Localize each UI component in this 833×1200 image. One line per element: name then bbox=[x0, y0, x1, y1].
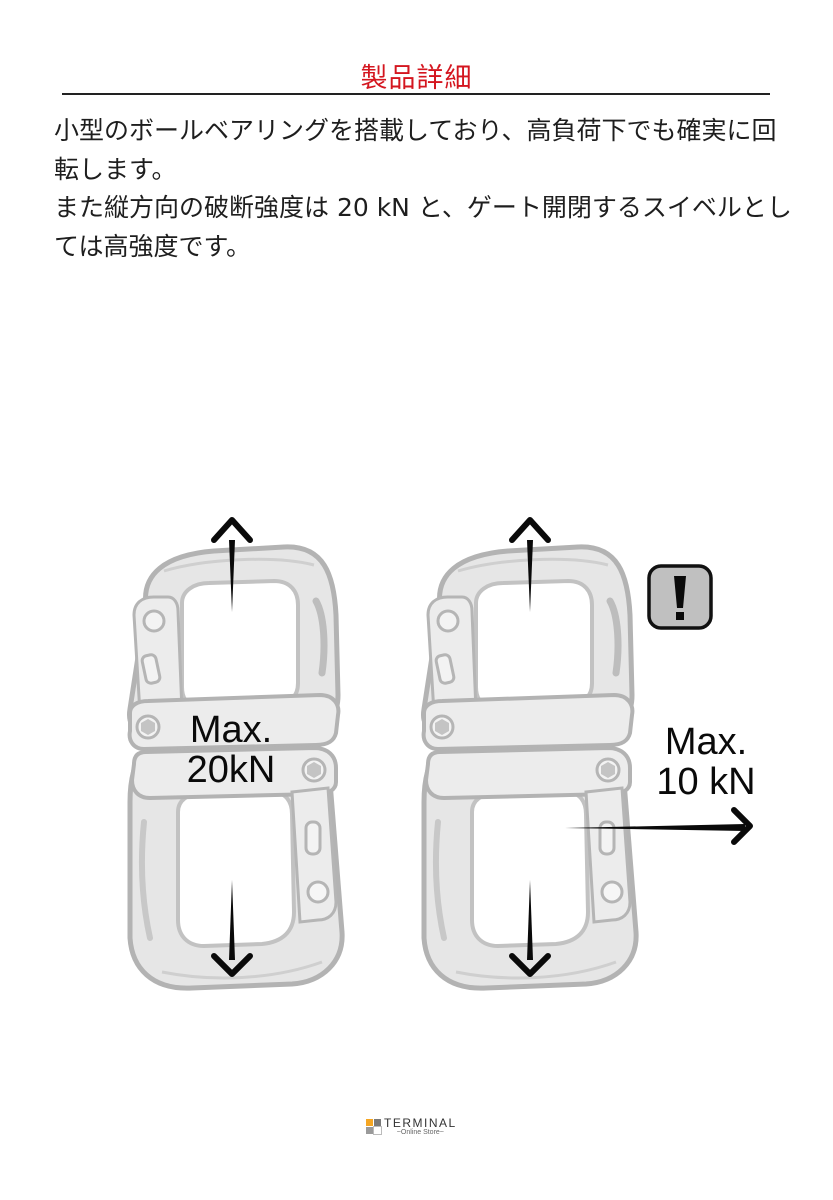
terminal-logo: TERMINAL ~Online Store~ bbox=[366, 1117, 457, 1136]
right-arrow-icon bbox=[731, 807, 753, 845]
left-load-label: Max. 20kN bbox=[166, 710, 296, 790]
description-paragraph-2: また縦方向の破断強度は 20 kN と、ゲート開閉するスイベルとしては高強度です… bbox=[54, 193, 792, 261]
product-description: 小型のボールベアリングを搭載しており、高負荷下でも確実に回転します。 また縦方向… bbox=[54, 112, 794, 266]
swivel-illustration bbox=[0, 517, 753, 1000]
left-label-line1: Max. bbox=[189, 709, 273, 751]
right-swivel-illustration bbox=[424, 517, 753, 988]
logo-name: TERMINAL bbox=[384, 1116, 457, 1130]
left-label-line2: 20kN bbox=[186, 749, 276, 791]
title-divider bbox=[62, 93, 770, 95]
page-title: 製品詳細 bbox=[360, 63, 473, 94]
down-arrow-icon bbox=[211, 953, 253, 977]
description-paragraph-1: 小型のボールベアリングを搭載しており、高負荷下でも確実に回転します。 bbox=[54, 116, 777, 184]
logo-subtitle: ~Online Store~ bbox=[396, 1129, 444, 1136]
right-label-line1: Max. bbox=[664, 721, 748, 763]
exclamation-warning-icon bbox=[647, 564, 713, 630]
logo-mark-icon bbox=[366, 1119, 382, 1135]
swivel-strength-diagram: Max. 20kN Max. 10 kN bbox=[0, 500, 833, 1000]
right-label-line2: 10 kN bbox=[656, 761, 756, 803]
right-load-label: Max. 10 kN bbox=[636, 722, 776, 802]
up-arrow-icon bbox=[211, 517, 253, 543]
left-swivel-illustration bbox=[130, 517, 343, 988]
